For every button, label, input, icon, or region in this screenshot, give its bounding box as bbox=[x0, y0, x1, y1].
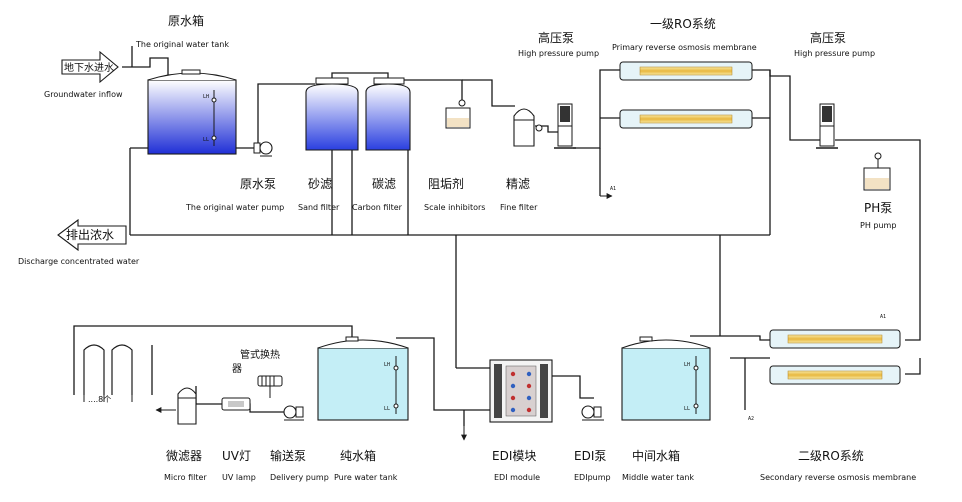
scale-inhibitor-tank bbox=[445, 99, 471, 129]
mid-tank-ll: LL bbox=[684, 406, 690, 412]
ro1-label-en: Primary reverse osmosis membrane bbox=[612, 43, 757, 52]
edi-module-label: EDI模块 bbox=[492, 449, 536, 463]
edi-module bbox=[489, 359, 553, 423]
high-pressure-pump-2 bbox=[816, 103, 838, 149]
ro2-label: 二级RO系统 bbox=[798, 449, 864, 463]
carbon-filter-label-en: Carbon filter bbox=[352, 203, 403, 212]
uv-lamp bbox=[221, 397, 251, 411]
raw-tank-label-en: The original water tank bbox=[135, 40, 229, 49]
secondary-ro-membranes bbox=[769, 329, 901, 385]
ph-pump-label-en: PH pump bbox=[860, 221, 896, 230]
pure-tank-lh: LH bbox=[384, 362, 390, 368]
raw-tank-ll: LL bbox=[203, 137, 209, 143]
edi-pump-label-en: EDIpump bbox=[574, 473, 611, 482]
uv-lamp-label: UV灯 bbox=[222, 449, 251, 463]
heat-exchanger-label-1: 管式换热 bbox=[240, 348, 280, 361]
micro-filter bbox=[177, 387, 197, 425]
sand-filter bbox=[305, 77, 359, 151]
pure-tank-label-en: Pure water tank bbox=[334, 473, 398, 482]
edi-pump-label: EDI泵 bbox=[574, 449, 606, 463]
hp-pump-1-label: 高压泵 bbox=[538, 30, 574, 45]
inflow-label: Groundwater inflow bbox=[44, 90, 123, 99]
middle-tank-label: 中间水箱 bbox=[632, 448, 680, 463]
groundwater-inflow-arrow: 地下水进水 bbox=[61, 50, 119, 84]
ro1-label: 一级RO系统 bbox=[650, 17, 716, 31]
delivery-pump-label: 输送泵 bbox=[270, 448, 306, 463]
hp-pump-2-label-en: High pressure pump bbox=[794, 49, 875, 58]
carbon-filter bbox=[365, 77, 411, 151]
raw-tank-label: 原水箱 bbox=[168, 13, 204, 28]
primary-ro-membranes bbox=[619, 61, 753, 129]
users-count-label: ....8个 bbox=[88, 395, 111, 404]
pure-tank-label: 纯水箱 bbox=[340, 448, 376, 463]
fine-filter-label-en: Fine filter bbox=[500, 203, 538, 212]
ph-pump-label: PH泵 bbox=[864, 201, 892, 215]
a1-tag: A1 bbox=[610, 186, 616, 192]
a2-tag: A2 bbox=[748, 416, 754, 422]
delivery-pump bbox=[283, 405, 304, 421]
scale-inhibitor-label-en: Scale inhibitors bbox=[424, 203, 485, 212]
raw-water-pump bbox=[253, 141, 273, 157]
mid-tank-lh: LH bbox=[684, 362, 690, 368]
pure-water-tank: LH LL bbox=[317, 336, 409, 421]
sand-filter-label-en: Sand filter bbox=[298, 203, 340, 212]
middle-water-tank: LH LL bbox=[621, 336, 711, 421]
ro2-label-en: Secondary reverse osmosis membrane bbox=[760, 473, 916, 482]
raw-pump-label-en: The original water pump bbox=[185, 203, 284, 212]
edi-pump bbox=[581, 405, 604, 421]
high-pressure-pump-1 bbox=[554, 103, 576, 149]
fine-filter bbox=[513, 108, 543, 147]
carbon-filter-label: 碳滤 bbox=[372, 177, 396, 191]
sand-filter-label: 砂滤 bbox=[308, 177, 332, 191]
discharge-label: Discharge concentrated water bbox=[18, 257, 140, 266]
micro-filter-label-en: Micro filter bbox=[164, 473, 207, 482]
raw-water-tank: LH LL bbox=[147, 69, 237, 155]
user-distribution-loops bbox=[83, 344, 133, 402]
middle-tank-label-en: Middle water tank bbox=[622, 473, 694, 482]
fine-filter-label: 精滤 bbox=[506, 177, 530, 191]
delivery-pump-label-en: Delivery pump bbox=[270, 473, 329, 482]
micro-filter-label: 微滤器 bbox=[166, 449, 202, 463]
discharge-box-label: 排出浓水 bbox=[66, 228, 114, 242]
inflow-box-label: 地下水进水 bbox=[64, 61, 114, 74]
scale-inhibitor-label: 阻垢剂 bbox=[428, 176, 464, 191]
raw-pump-label: 原水泵 bbox=[240, 177, 276, 191]
a1-tag-ro2: A1 bbox=[880, 314, 886, 320]
raw-tank-lh: LH bbox=[203, 94, 209, 100]
edi-module-label-en: EDI module bbox=[494, 473, 540, 482]
heat-exchanger-label-2: 器 bbox=[232, 363, 242, 375]
uv-lamp-label-en: UV lamp bbox=[222, 473, 256, 482]
hp-pump-2-label: 高压泵 bbox=[810, 30, 846, 45]
top-pipework bbox=[122, 46, 921, 368]
discharge-arrow: 排出浓水 bbox=[57, 218, 127, 252]
ph-pump bbox=[863, 152, 891, 191]
pure-tank-ll: LL bbox=[384, 406, 390, 412]
tube-heat-exchanger bbox=[257, 375, 283, 398]
hp-pump-1-label-en: High pressure pump bbox=[518, 49, 599, 58]
